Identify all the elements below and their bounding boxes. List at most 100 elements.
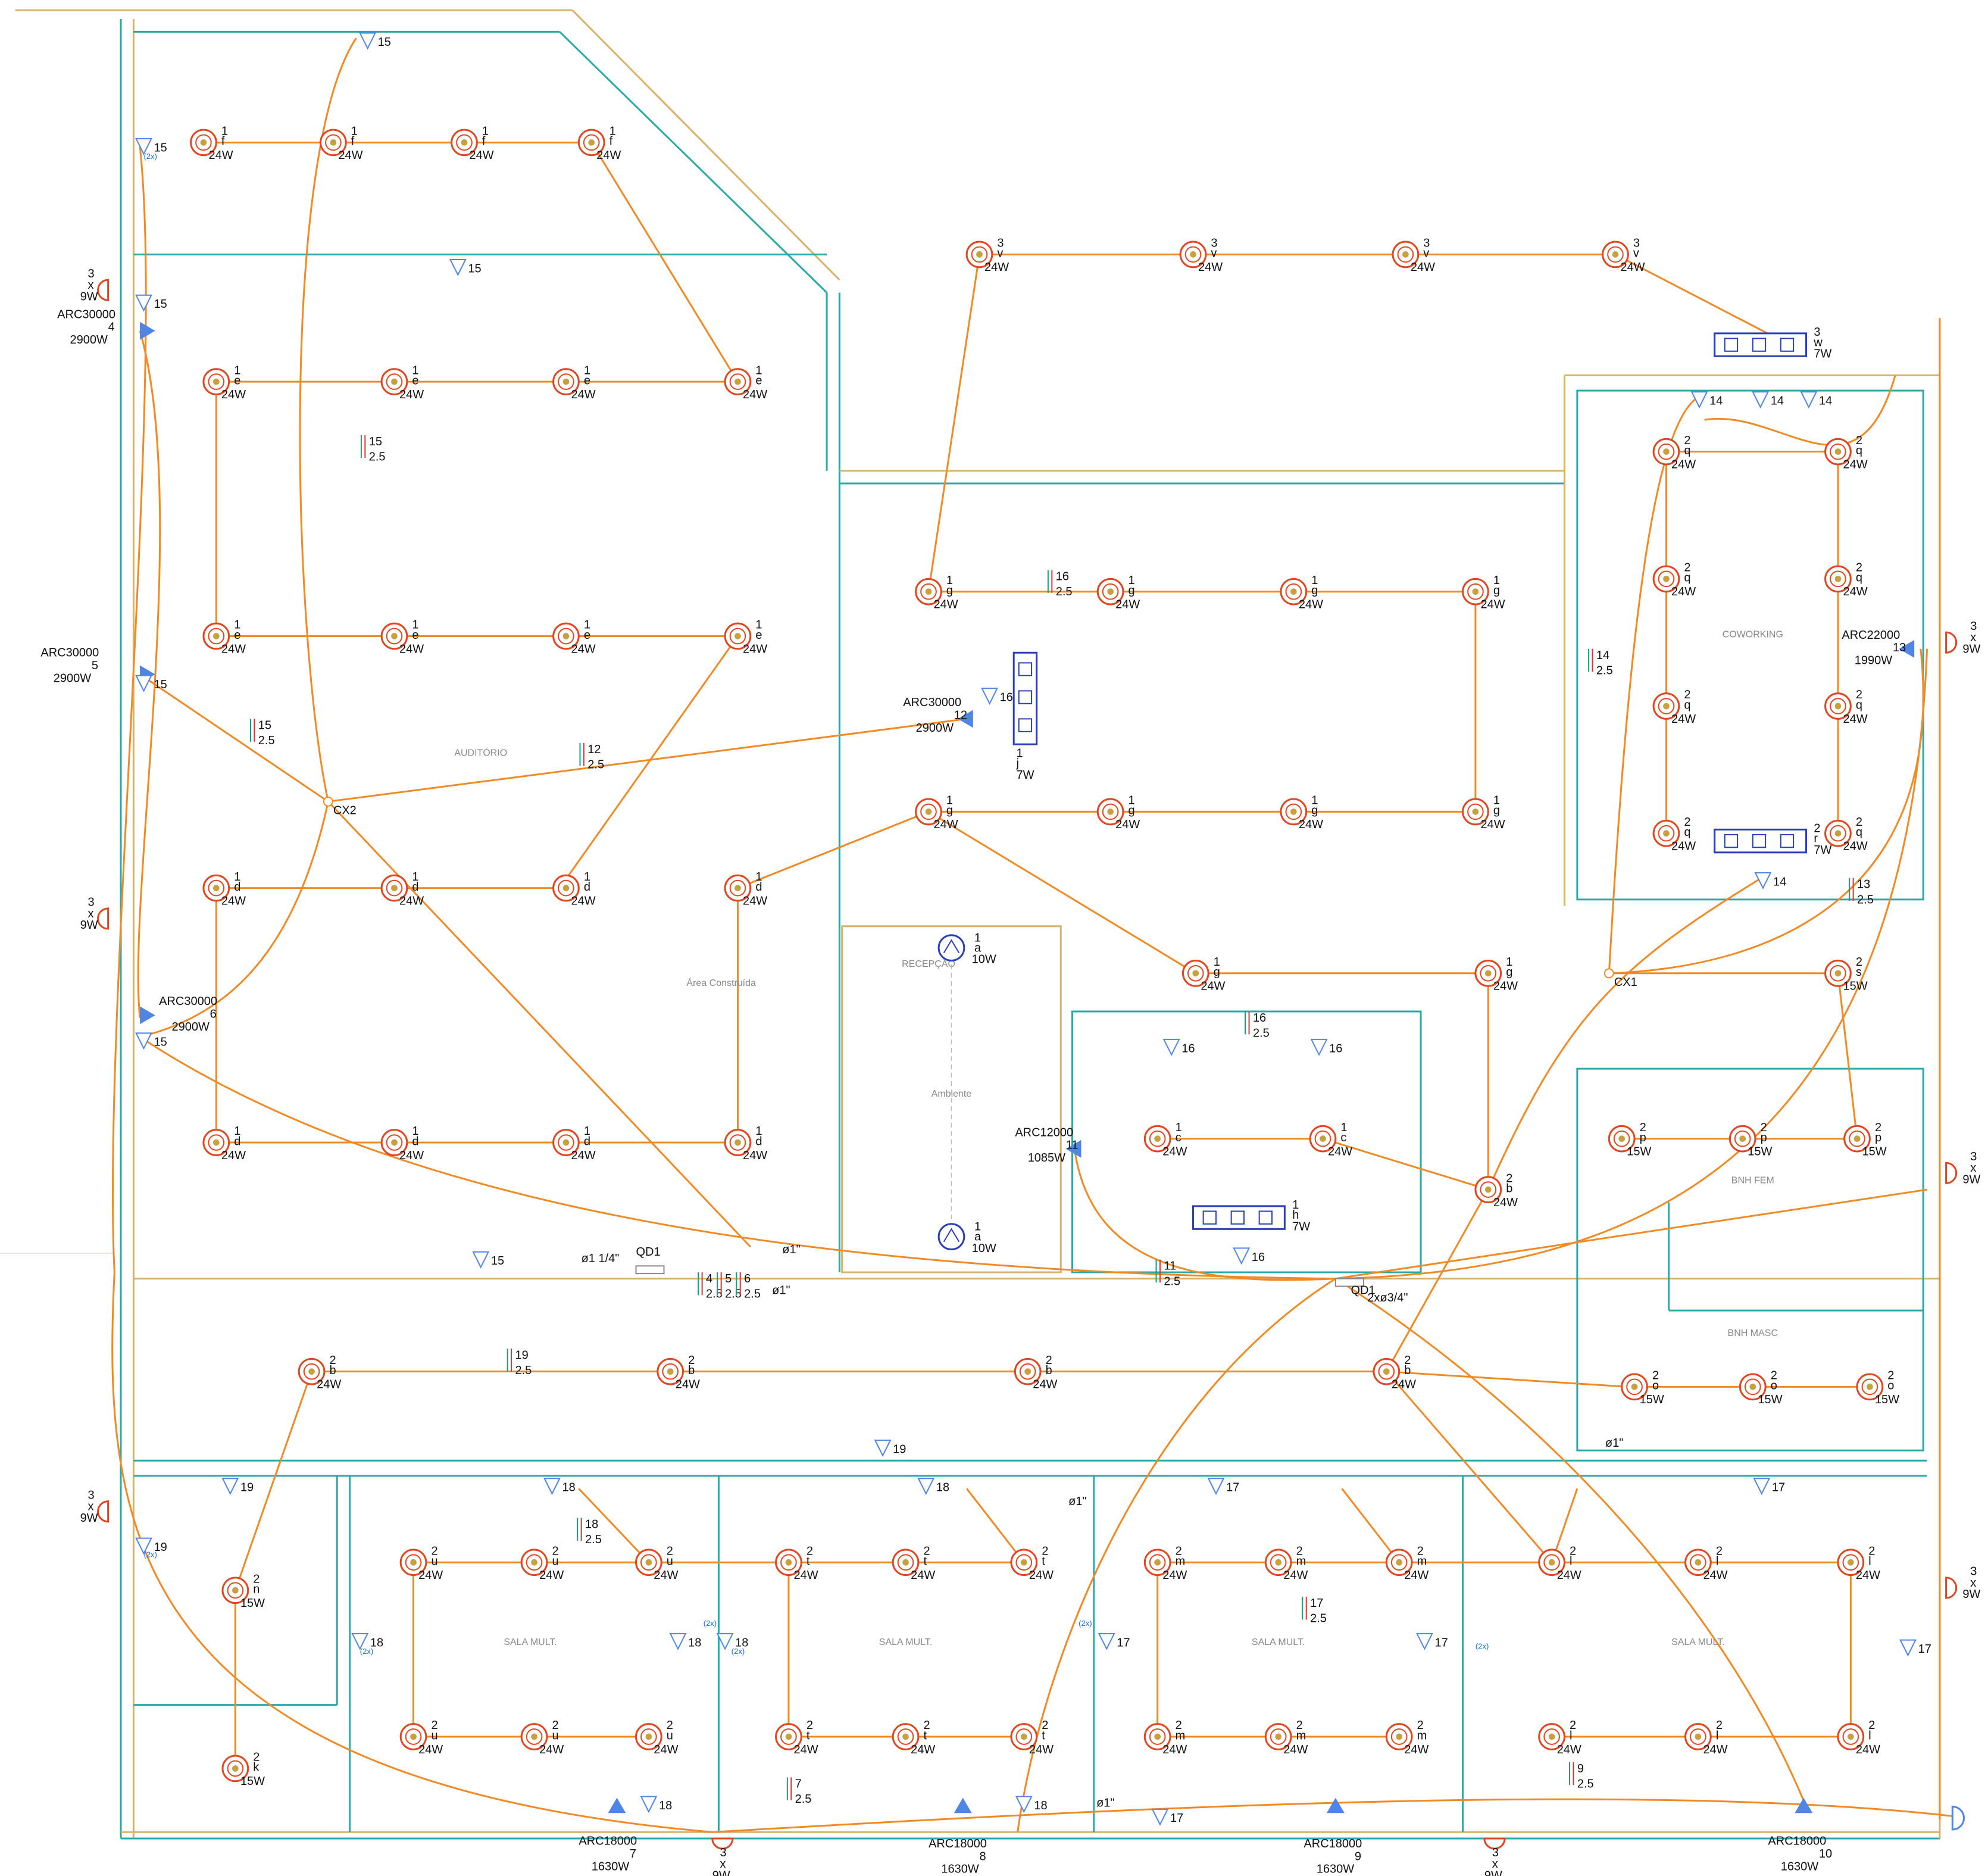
- lamp-inner-icon: [1102, 583, 1119, 600]
- spot-arrow-icon: [943, 939, 960, 954]
- outlet-multiplier: (2x): [143, 152, 157, 161]
- fixture-power: 24W: [1671, 585, 1696, 598]
- fixture-switch: l: [1570, 1729, 1572, 1742]
- ac-arrow-icon: [608, 1797, 626, 1813]
- wl-circuit: 3: [1970, 620, 1977, 633]
- cable-circuit: 7: [795, 1777, 802, 1790]
- fixture-circuit: 1: [584, 364, 590, 377]
- conduit-label: ø1 1/4": [582, 1252, 620, 1265]
- cable-run-59: [139, 673, 329, 803]
- ac-model: ARC18000: [1768, 1835, 1826, 1848]
- panel-circuit: 2: [1814, 822, 1820, 835]
- outlet-label: 15: [154, 678, 167, 691]
- ac-model: ARC30000: [57, 308, 115, 321]
- cable-run-29: [1386, 1189, 1489, 1372]
- lamp-inner-icon: [1270, 1554, 1287, 1571]
- cable-run-71: [1074, 1151, 1336, 1281]
- lamp-inner-icon: [1690, 1728, 1706, 1745]
- room-label: SALA MULT.: [1671, 1637, 1725, 1647]
- lamp-inner-icon: [640, 1728, 657, 1745]
- spot-switch: a: [974, 1231, 982, 1244]
- led-cell-icon: [1780, 834, 1795, 848]
- fixture-circuit: 1: [1493, 794, 1500, 807]
- spotlight-icon: [937, 934, 965, 962]
- wall-reception: [841, 925, 1062, 1273]
- outlet-triangle-icon: [1800, 391, 1818, 409]
- lamp-core-icon: [1190, 251, 1196, 258]
- fixture-power: 24W: [1404, 1569, 1429, 1582]
- cable-run-13: [927, 254, 980, 592]
- fixture-power: 24W: [596, 149, 621, 162]
- outlet-triangle-icon: [351, 1632, 369, 1650]
- cable-run-70: [1335, 1278, 1807, 1808]
- outlet-triangle-icon: [1233, 1247, 1251, 1265]
- ac-circuit: 12: [954, 708, 967, 722]
- cable-circuit: 13: [1857, 878, 1870, 891]
- cable-run-46: [1341, 1488, 1400, 1563]
- fixture-power: 24W: [1198, 261, 1223, 274]
- wl-circuit: 3: [1970, 1150, 1977, 1163]
- fixture-switch: u: [667, 1555, 673, 1568]
- lamp-inner-icon: [1149, 1728, 1166, 1745]
- power-outlet: 19: [135, 1537, 167, 1555]
- ac-circuit: 13: [1893, 641, 1906, 654]
- lamp-core-icon: [1192, 970, 1199, 977]
- lamp-inner-icon: [971, 246, 988, 263]
- lamp-inner-icon: [897, 1554, 914, 1571]
- fixture-power: 24W: [1493, 1196, 1518, 1209]
- fixture-switch: l: [1716, 1729, 1718, 1742]
- outlet-triangle-icon: [135, 675, 152, 692]
- lamp-core-icon: [734, 885, 741, 891]
- outlet-multiplier: (2x): [732, 1647, 745, 1656]
- lamp-inner-icon: [1744, 1378, 1761, 1396]
- power-outlet: 16: [1233, 1247, 1265, 1265]
- lamp-inner-icon: [1658, 443, 1675, 460]
- fixture-switch: m: [1296, 1729, 1306, 1742]
- fixture-circuit: 2: [552, 1544, 558, 1557]
- lamp-core-icon: [734, 1139, 741, 1146]
- fixture-circuit: 1: [234, 364, 240, 377]
- lamp-inner-icon: [1734, 1130, 1751, 1147]
- lamp-core-icon: [1154, 1135, 1161, 1142]
- lamp-inner-icon: [780, 1728, 797, 1745]
- outlet-triangle-icon: [472, 1251, 490, 1269]
- cable-run-11: [737, 811, 929, 889]
- led-cell-icon: [1724, 338, 1739, 352]
- panel-circuit: 3: [1814, 326, 1820, 339]
- fixture-circuit: 1: [234, 1125, 240, 1138]
- lamp-inner-icon: [1102, 803, 1119, 820]
- fixture-circuit: 2: [1176, 1544, 1182, 1557]
- fixture-circuit: 2: [807, 1544, 813, 1557]
- fixture-circuit: 3: [1633, 237, 1640, 250]
- outlet-triangle-icon: [1899, 1639, 1917, 1657]
- wall-light-icon: [97, 1500, 110, 1523]
- cable-run-14: [1615, 254, 1788, 345]
- cable-run-61: [327, 801, 751, 1248]
- cable-gauge: 2.5: [515, 1364, 532, 1377]
- fixture-switch: o: [1652, 1379, 1659, 1393]
- panel-label: QD1: [636, 1246, 661, 1259]
- fixture-circuit: 2: [1684, 816, 1690, 829]
- power-outlet: 16: [1310, 1038, 1342, 1056]
- fixture-power: 24W: [571, 894, 596, 907]
- ac-model: ARC30000: [159, 995, 217, 1008]
- fixture-circuit: 2: [1868, 1544, 1875, 1557]
- fixture-power: 24W: [1493, 980, 1518, 993]
- fixture-switch: e: [755, 629, 762, 642]
- fixture-switch: t: [807, 1555, 810, 1568]
- panel-circuit: 1: [1016, 747, 1023, 760]
- lamp-core-icon: [734, 378, 741, 385]
- fixture-circuit: 1: [1493, 574, 1500, 587]
- cable-tag: 112.5: [1155, 1259, 1180, 1288]
- wl-power: 9W: [1962, 1588, 1980, 1601]
- fixture-circuit: 2: [1887, 1369, 1894, 1382]
